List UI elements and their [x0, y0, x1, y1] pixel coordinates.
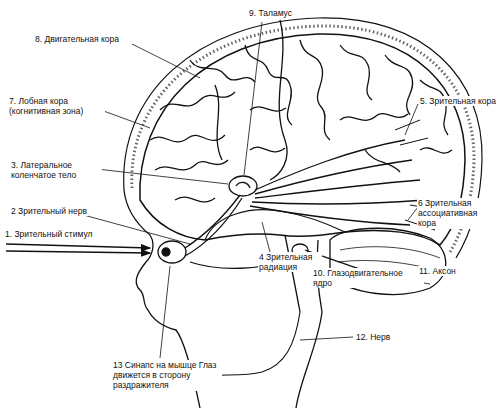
callout-label: 5. Зрительная кора: [419, 96, 497, 106]
callout-label: 8. Двигательная кора: [34, 34, 120, 44]
callout-label: 12. Нерв: [355, 332, 391, 342]
callout-label: 9. Таламус: [248, 8, 293, 18]
callout-label: 10. Глазодвигательное ядро: [312, 268, 424, 288]
callout-label: 1. Зрительный стимул: [4, 229, 93, 239]
callout-label: 7. Лобная кора (когнитивная зона): [8, 96, 105, 116]
callout-label: 11. Аксон: [418, 266, 457, 276]
callout-label: 2 Зрительный нерв: [10, 206, 88, 216]
callout-label: 3. Латеральное коленчатое тело: [10, 160, 102, 180]
callout-label: 6 Зрительная ассоциативная кора: [417, 198, 497, 229]
callout-label: 13 Синапс на мышце Глаз движется в сторо…: [112, 360, 222, 391]
